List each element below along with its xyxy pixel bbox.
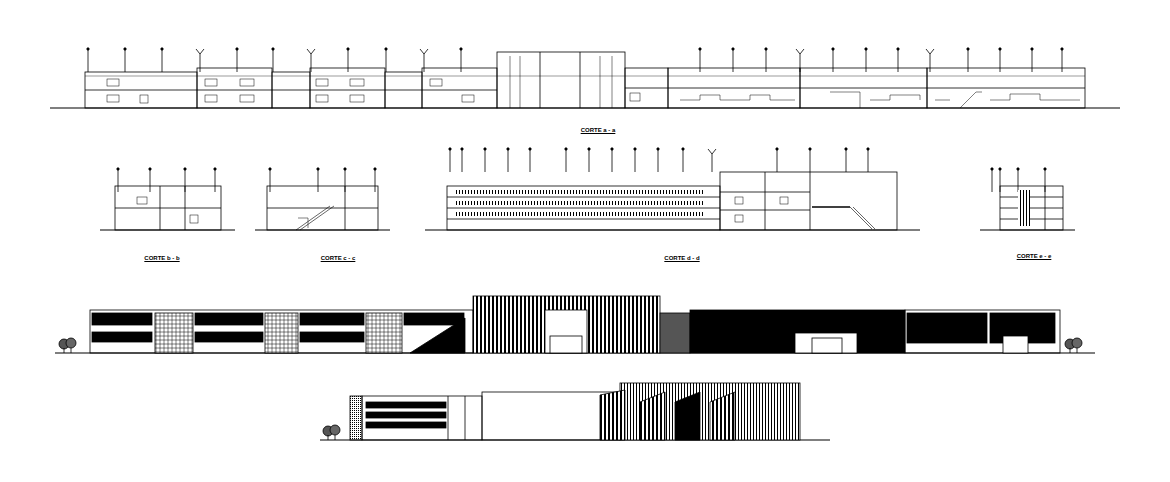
section-b [100,168,235,230]
section-e [980,168,1075,230]
section-title: CORTE b - b [143,255,180,261]
section-title: CORTE d - d [663,255,700,261]
section-title: CORTE a - a [580,127,617,133]
section-title: CORTE e - e [1016,253,1053,259]
main-elevation [55,296,1095,353]
section-d [425,148,920,230]
section-title: CORTE c - c [320,255,357,261]
section-c [255,168,390,230]
section-a [50,48,1120,108]
side-elevation [320,383,830,440]
